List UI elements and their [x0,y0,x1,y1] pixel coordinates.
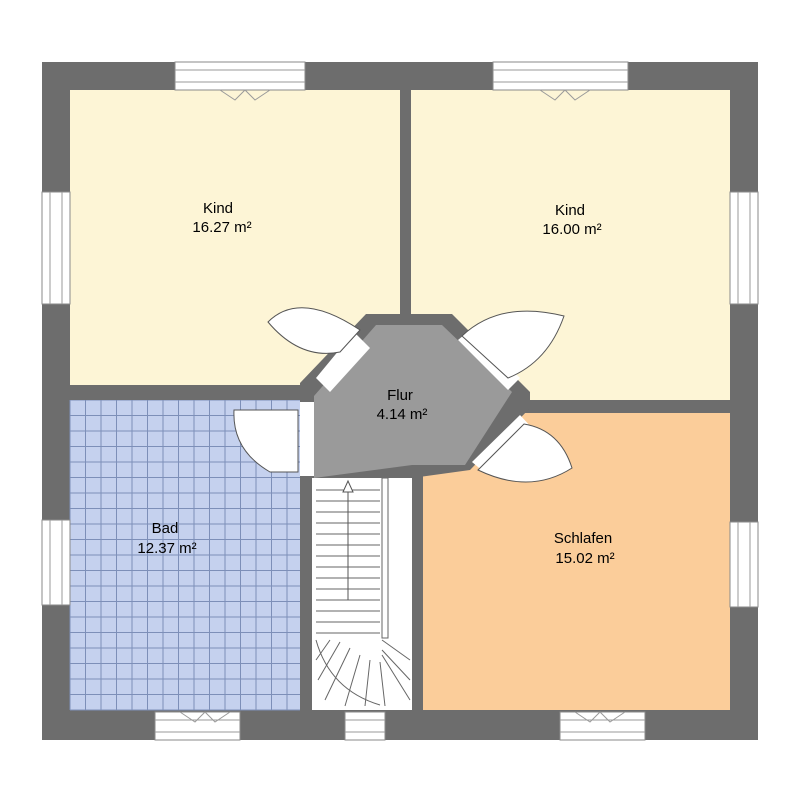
room-kind-left-name: Kind [203,200,233,217]
room-bad-area: 12.37 m² [137,540,196,557]
door-opening-bad [300,402,314,476]
room-flur-name: Flur [387,387,413,404]
window [729,191,759,305]
door-opening-kind-left [316,332,370,392]
staircase-divider [381,477,389,639]
window-sash [574,711,626,723]
staircase [312,477,412,710]
window [154,711,241,741]
window [344,711,386,741]
window-sash [179,711,231,723]
stair-winder [315,639,411,707]
staircase-floor [312,478,412,710]
windows [41,61,759,741]
room-flur-area: 4.14 m² [377,406,428,423]
room-schlafen-area: 15.02 m² [555,550,614,567]
room-kind-right-name: Kind [555,202,585,219]
room-kind-left-area: 16.27 m² [192,219,251,236]
window [559,711,646,741]
room-kind-right-area: 16.00 m² [542,221,601,238]
window [41,191,71,305]
window [729,521,759,608]
room-flur-floor [314,325,512,478]
door-swing-kind-right [461,310,565,379]
wall-schlafen-top [520,400,732,413]
door-swing-schlafen [477,423,573,483]
window-sash [539,89,591,101]
room-bad-name: Bad [152,520,179,537]
room-schlafen-name: Schlafen [554,530,612,547]
wall-kind-left-bottom [62,385,310,400]
wall-kinds-divider [400,84,411,314]
door-swing-bad [233,409,299,473]
window [41,519,71,606]
arrow-up-icon [342,479,354,493]
wall-bad-right [300,470,312,712]
wall-stair-right [412,470,423,712]
window [174,61,306,91]
door-swing-kind-left [267,307,361,354]
window [492,61,629,91]
door-opening-schlafen [472,415,532,472]
window-sash [219,89,271,101]
